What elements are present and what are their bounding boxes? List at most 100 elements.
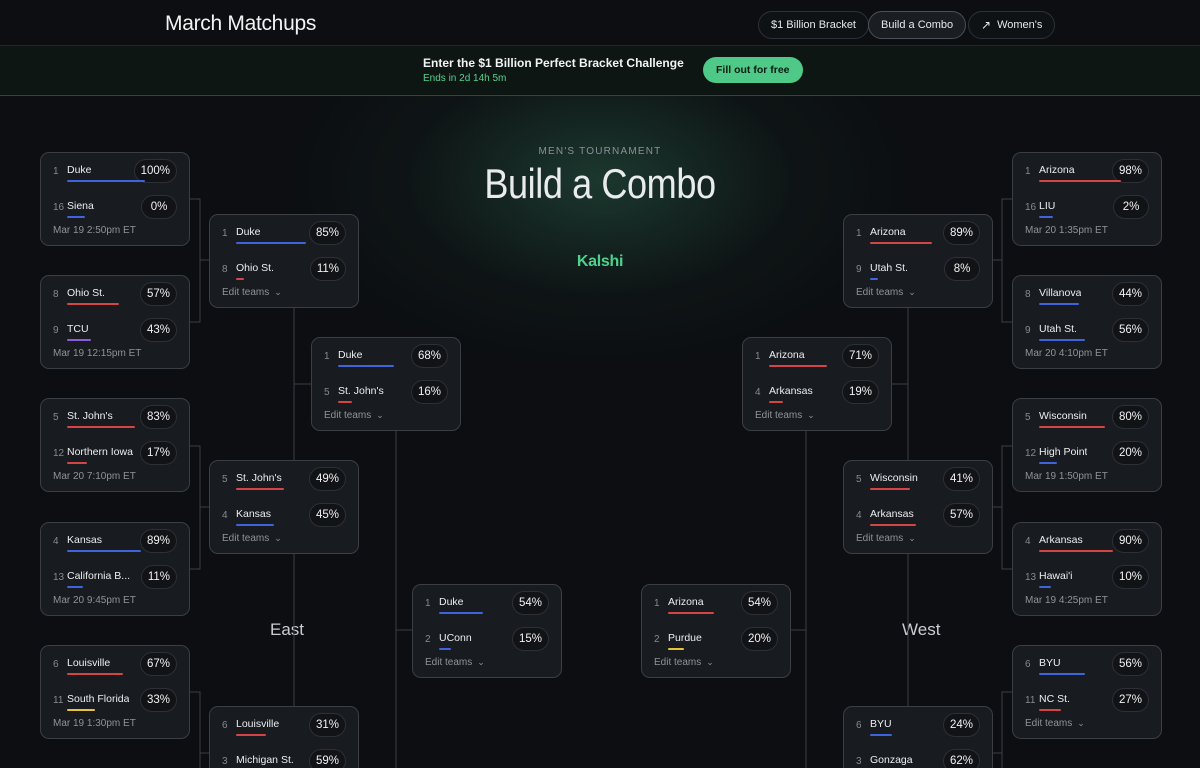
team-row[interactable]: 8 Ohio St. 11% (222, 257, 346, 281)
team-row[interactable]: 4 Arkansas 57% (856, 503, 980, 527)
win-probability[interactable]: 43% (139, 318, 177, 342)
matchup-card[interactable]: 4 Arkansas 90% 13 Hawai'i 10% Mar 19 4:2… (1012, 522, 1162, 616)
team-row[interactable]: 9 TCU 43% (53, 318, 177, 342)
team-row[interactable]: 8 Villanova 44% (1025, 282, 1149, 306)
win-probability[interactable]: 100% (133, 159, 177, 183)
team-row[interactable]: 6 Louisville 67% (53, 652, 177, 676)
team-row[interactable]: 5 Wisconsin 41% (856, 467, 980, 491)
team-row[interactable]: 5 St. John's 16% (324, 380, 448, 404)
team-row[interactable]: 4 Arkansas 19% (755, 380, 879, 404)
win-probability[interactable]: 2% (1113, 195, 1149, 219)
edit-teams-button[interactable]: Edit teams ⌄ (755, 410, 815, 421)
matchup-card[interactable]: 4 Kansas 89% 13 California B... 11% Mar … (40, 522, 190, 616)
fill-out-button[interactable]: Fill out for free (703, 57, 803, 83)
matchup-card[interactable]: 1 Duke 68% 5 St. John's 16% Edit teams ⌄ (311, 337, 461, 431)
matchup-card[interactable]: 1 Duke 85% 8 Ohio St. 11% Edit teams ⌄ (209, 214, 359, 308)
win-probability[interactable]: 33% (139, 688, 177, 712)
win-probability[interactable]: 57% (942, 503, 980, 527)
nav-billion-bracket[interactable]: $1 Billion Bracket (758, 11, 869, 39)
team-row[interactable]: 3 Gonzaga 62% (856, 749, 980, 768)
team-row[interactable]: 3 Michigan St. 59% (222, 749, 346, 768)
nav-build-combo[interactable]: Build a Combo (868, 11, 967, 39)
team-row[interactable]: 16 LIU 2% (1025, 195, 1149, 219)
win-probability[interactable]: 98% (1111, 159, 1149, 183)
win-probability[interactable]: 44% (1111, 282, 1149, 306)
win-probability[interactable]: 45% (308, 503, 346, 527)
edit-teams-button[interactable]: Edit teams ⌄ (222, 287, 282, 298)
team-row[interactable]: 6 BYU 56% (1025, 652, 1149, 676)
matchup-card[interactable]: 5 St. John's 83% 12 Northern Iowa 17% Ma… (40, 398, 190, 492)
edit-teams-button[interactable]: Edit teams ⌄ (856, 287, 916, 298)
matchup-card[interactable]: 1 Arizona 71% 4 Arkansas 19% Edit teams … (742, 337, 892, 431)
matchup-card[interactable]: 1 Arizona 89% 9 Utah St. 8% Edit teams ⌄ (843, 214, 993, 308)
win-probability[interactable]: 80% (1111, 405, 1149, 429)
team-row[interactable]: 9 Utah St. 8% (856, 257, 980, 281)
win-probability[interactable]: 20% (740, 627, 778, 651)
edit-teams-button[interactable]: Edit teams ⌄ (856, 533, 916, 544)
win-probability[interactable]: 31% (308, 713, 346, 737)
win-probability[interactable]: 85% (308, 221, 346, 245)
win-probability[interactable]: 62% (942, 749, 980, 768)
brand-logo[interactable]: March Matchups (165, 12, 317, 35)
win-probability[interactable]: 68% (410, 344, 448, 368)
win-probability[interactable]: 8% (944, 257, 980, 281)
win-probability[interactable]: 16% (410, 380, 448, 404)
matchup-card[interactable]: 1 Duke 54% 2 UConn 15% Edit teams ⌄ (412, 584, 562, 678)
win-probability[interactable]: 19% (841, 380, 879, 404)
win-probability[interactable]: 15% (511, 627, 549, 651)
win-probability[interactable]: 20% (1111, 441, 1149, 465)
team-row[interactable]: 1 Duke 68% (324, 344, 448, 368)
matchup-card[interactable]: 8 Ohio St. 57% 9 TCU 43% Mar 19 12:15pm … (40, 275, 190, 369)
team-row[interactable]: 8 Ohio St. 57% (53, 282, 177, 306)
team-row[interactable]: 1 Arizona 89% (856, 221, 980, 245)
win-probability[interactable]: 10% (1111, 565, 1149, 589)
win-probability[interactable]: 59% (308, 749, 346, 768)
win-probability[interactable]: 89% (942, 221, 980, 245)
win-probability[interactable]: 90% (1111, 529, 1149, 553)
win-probability[interactable]: 56% (1111, 652, 1149, 676)
win-probability[interactable]: 41% (942, 467, 980, 491)
matchup-card[interactable]: 5 St. John's 49% 4 Kansas 45% Edit teams… (209, 460, 359, 554)
team-row[interactable]: 4 Arkansas 90% (1025, 529, 1149, 553)
nav-womens[interactable]: ↗ Women's (968, 11, 1056, 39)
team-row[interactable]: 1 Arizona 98% (1025, 159, 1149, 183)
matchup-card[interactable]: 8 Villanova 44% 9 Utah St. 56% Mar 20 4:… (1012, 275, 1162, 369)
team-row[interactable]: 2 Purdue 20% (654, 627, 778, 651)
team-row[interactable]: 1 Duke 54% (425, 591, 549, 615)
matchup-card[interactable]: 6 Louisville 31% 3 Michigan St. 59% Edit… (209, 706, 359, 768)
edit-teams-button[interactable]: Edit teams ⌄ (654, 657, 714, 668)
team-row[interactable]: 1 Arizona 54% (654, 591, 778, 615)
team-row[interactable]: 4 Kansas 45% (222, 503, 346, 527)
matchup-card[interactable]: 1 Arizona 54% 2 Purdue 20% Edit teams ⌄ (641, 584, 791, 678)
win-probability[interactable]: 89% (139, 529, 177, 553)
win-probability[interactable]: 83% (139, 405, 177, 429)
team-row[interactable]: 1 Duke 85% (222, 221, 346, 245)
edit-teams-button[interactable]: Edit teams ⌄ (1025, 718, 1085, 729)
matchup-card[interactable]: 1 Duke 100% 16 Siena 0% Mar 19 2:50pm ET (40, 152, 190, 246)
edit-teams-button[interactable]: Edit teams ⌄ (425, 657, 485, 668)
win-probability[interactable]: 56% (1111, 318, 1149, 342)
win-probability[interactable]: 71% (841, 344, 879, 368)
win-probability[interactable]: 67% (139, 652, 177, 676)
win-probability[interactable]: 27% (1111, 688, 1149, 712)
edit-teams-button[interactable]: Edit teams ⌄ (324, 410, 384, 421)
matchup-card[interactable]: 1 Arizona 98% 16 LIU 2% Mar 20 1:35pm ET (1012, 152, 1162, 246)
win-probability[interactable]: 24% (942, 713, 980, 737)
team-row[interactable]: 2 UConn 15% (425, 627, 549, 651)
team-row[interactable]: 13 California B... 11% (53, 565, 177, 589)
team-row[interactable]: 16 Siena 0% (53, 195, 177, 219)
matchup-card[interactable]: 6 BYU 24% 3 Gonzaga 62% Edit teams ⌄ (843, 706, 993, 768)
team-row[interactable]: 5 St. John's 49% (222, 467, 346, 491)
team-row[interactable]: 12 High Point 20% (1025, 441, 1149, 465)
team-row[interactable]: 1 Duke 100% (53, 159, 177, 183)
team-row[interactable]: 13 Hawai'i 10% (1025, 565, 1149, 589)
matchup-card[interactable]: 5 Wisconsin 41% 4 Arkansas 57% Edit team… (843, 460, 993, 554)
team-row[interactable]: 11 NC St. 27% (1025, 688, 1149, 712)
matchup-card[interactable]: 6 Louisville 67% 11 South Florida 33% Ma… (40, 645, 190, 739)
win-probability[interactable]: 17% (139, 441, 177, 465)
win-probability[interactable]: 54% (511, 591, 549, 615)
win-probability[interactable]: 11% (140, 565, 177, 589)
team-row[interactable]: 6 BYU 24% (856, 713, 980, 737)
team-row[interactable]: 4 Kansas 89% (53, 529, 177, 553)
matchup-card[interactable]: 6 BYU 56% 11 NC St. 27% Edit teams ⌄ (1012, 645, 1162, 739)
